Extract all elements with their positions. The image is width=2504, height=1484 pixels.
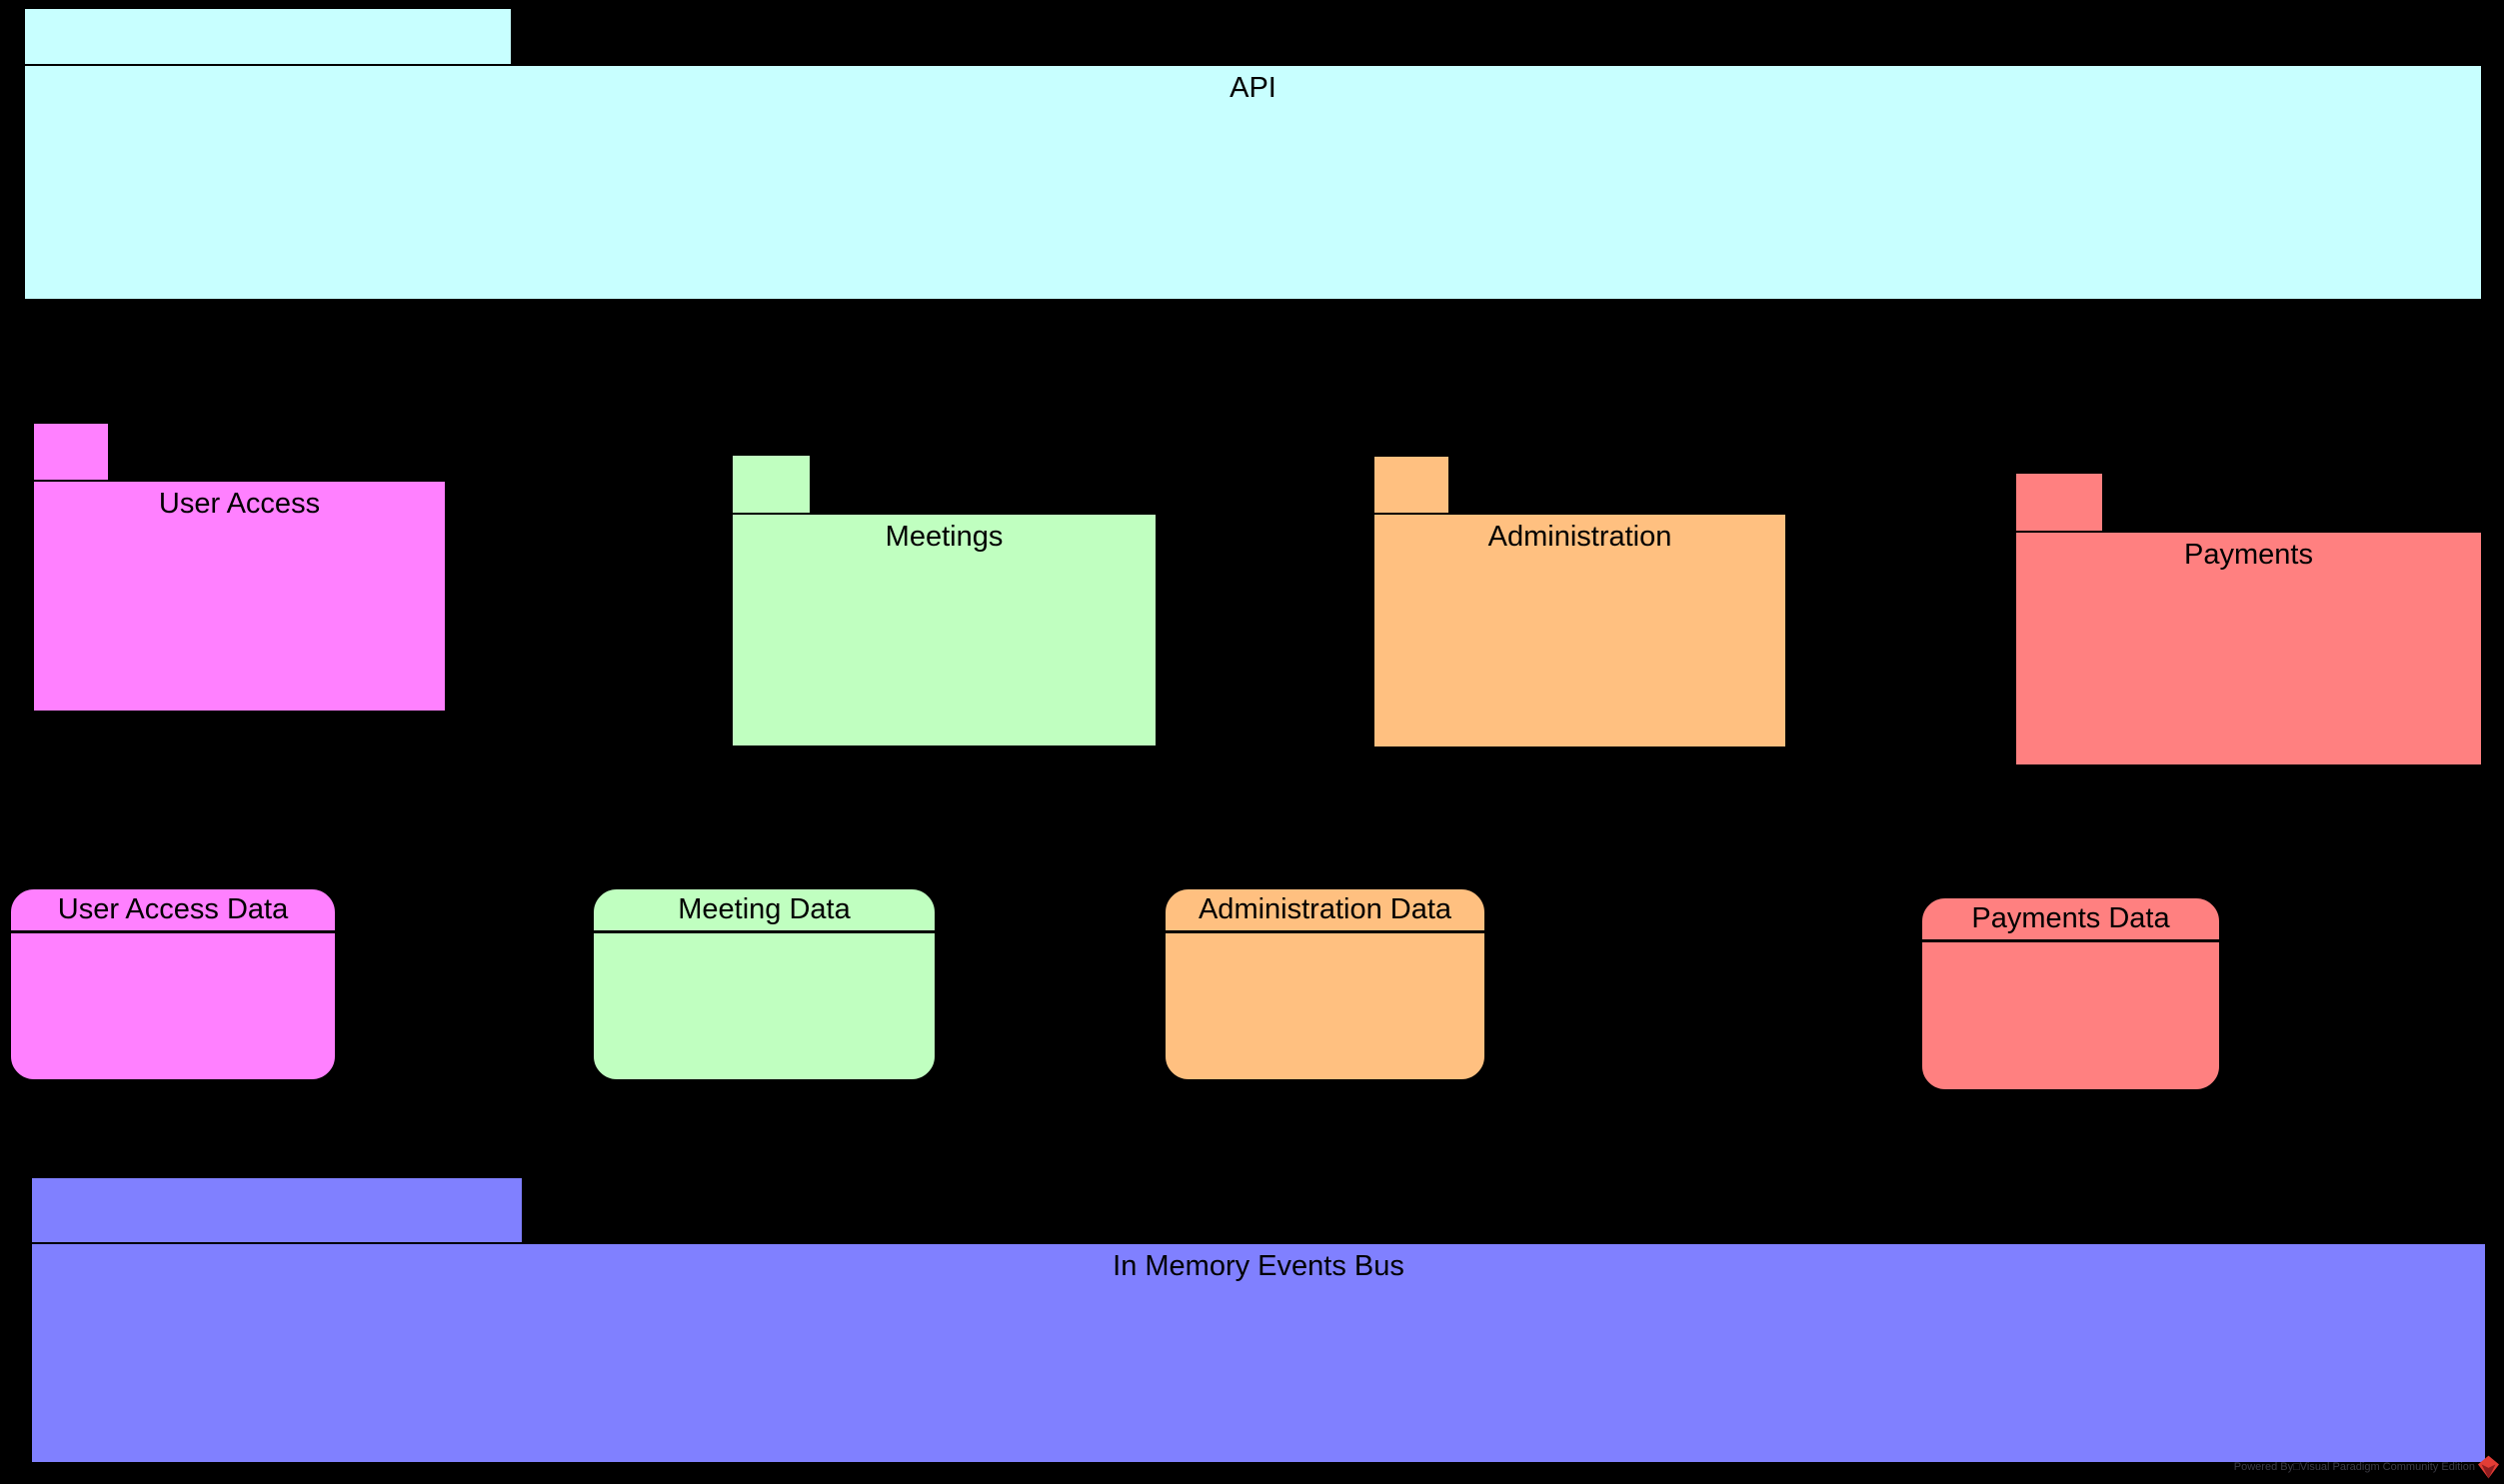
package-administration-label: Administration — [1487, 521, 1672, 553]
package-payments-tab — [2014, 472, 2104, 533]
watermark-text: Powered By□Visual Paradigm Community Edi… — [2233, 1460, 2475, 1473]
package-payments-body: Payments — [2014, 531, 2483, 766]
package-events-bus-tab — [30, 1176, 524, 1244]
data-store-administration-data-title: Administration Data — [1166, 889, 1484, 933]
package-user-access-label: User Access — [158, 488, 321, 520]
data-store-payments-data-label: Payments Data — [1971, 902, 2170, 934]
package-administration-body: Administration — [1372, 513, 1787, 748]
watermark: Powered By□Visual Paradigm Community Edi… — [2234, 1455, 2499, 1479]
package-api-body: API — [23, 64, 2483, 301]
package-events-bus-label: In Memory Events Bus — [1113, 1250, 1404, 1282]
data-store-meeting-data-label: Meeting Data — [678, 893, 851, 925]
data-store-payments-data-title: Payments Data — [1922, 898, 2219, 942]
data-store-meeting-data-title: Meeting Data — [594, 889, 935, 933]
package-administration-tab — [1372, 455, 1450, 515]
data-store-user-access-data[interactable]: User Access Data — [8, 886, 338, 1082]
visual-paradigm-logo-icon — [2478, 1455, 2499, 1479]
data-store-administration-data-label: Administration Data — [1198, 893, 1452, 925]
data-store-user-access-data-title: User Access Data — [11, 889, 335, 933]
data-store-meeting-data[interactable]: Meeting Data — [591, 886, 938, 1082]
package-meetings-tab — [731, 454, 812, 515]
package-api-label: API — [1230, 72, 1276, 104]
data-store-administration-data[interactable]: Administration Data — [1163, 886, 1487, 1082]
package-events-bus-body: In Memory Events Bus — [30, 1242, 2487, 1464]
package-payments-label: Payments — [2184, 539, 2313, 571]
data-store-payments-data[interactable]: Payments Data — [1919, 895, 2222, 1092]
package-user-access-body: User Access — [32, 480, 447, 713]
package-meetings-label: Meetings — [885, 521, 1004, 553]
data-store-user-access-data-label: User Access Data — [57, 893, 289, 925]
package-meetings-body: Meetings — [731, 513, 1158, 747]
package-user-access-tab — [32, 422, 110, 482]
package-api-tab — [23, 7, 513, 66]
